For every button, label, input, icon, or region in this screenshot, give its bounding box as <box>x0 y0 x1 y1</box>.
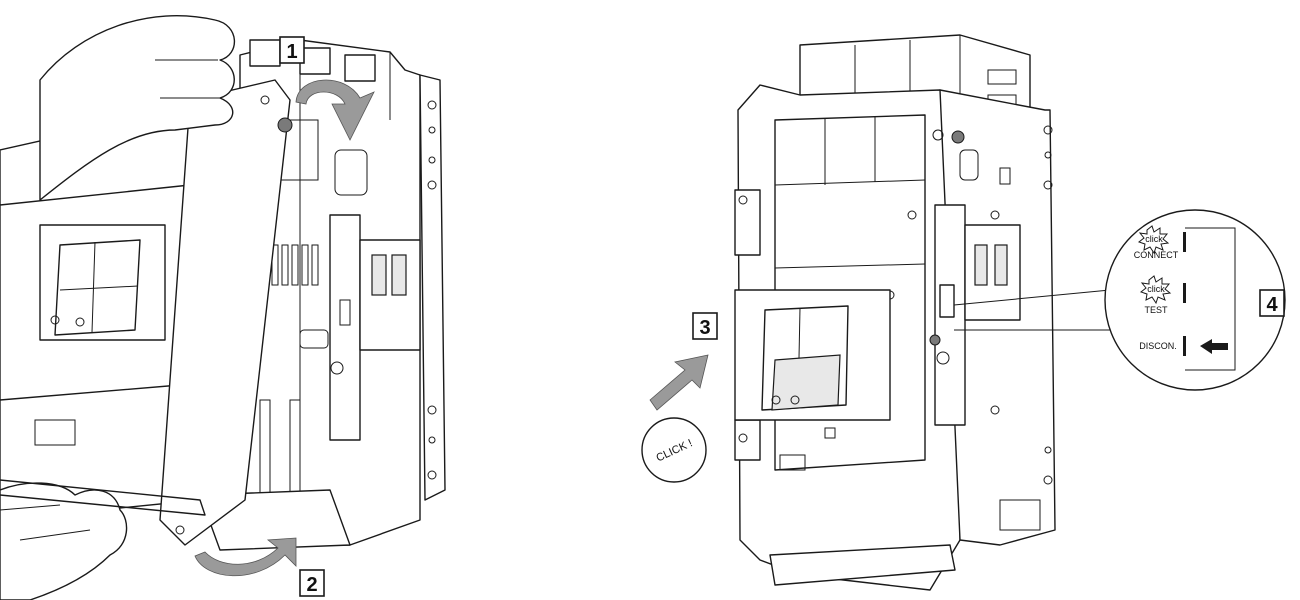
disconnect-position-label: DISCON. <box>1139 341 1177 351</box>
position-pointer-arrow <box>1200 339 1228 354</box>
upper-hand <box>39 14 236 201</box>
connect-burst-text: click <box>1145 234 1163 244</box>
step-1-number: 1 <box>286 41 297 63</box>
chassis-frame <box>199 39 446 551</box>
test-position-label: TEST <box>1144 305 1168 315</box>
step-3-number: 3 <box>699 317 710 339</box>
rotate-arrow-top <box>295 79 375 141</box>
side-plate <box>159 79 293 546</box>
right-illustration: CLICK ! 3 click CONNECT click <box>641 34 1286 591</box>
step-3-label: 3 <box>692 312 718 340</box>
click-bubble: CLICK ! <box>641 417 707 483</box>
step-2-number: 2 <box>306 574 317 596</box>
detail-leader-top <box>953 289 1111 306</box>
lower-hand <box>0 479 206 600</box>
breaker-front <box>734 114 926 471</box>
step-1-label: 1 <box>279 36 305 64</box>
test-click-burst: click <box>1139 275 1172 305</box>
auxiliary-block <box>929 204 1021 426</box>
step-4-number: 4 <box>1266 294 1278 316</box>
rotate-arrow-bottom <box>194 537 297 577</box>
test-burst-text: click <box>1147 284 1165 294</box>
step-2-label: 2 <box>299 569 325 597</box>
push-arrow <box>649 354 709 411</box>
step-4-label: 4 <box>1259 289 1285 317</box>
connect-click-burst: click <box>1137 225 1170 255</box>
detail-magnifier: click CONNECT click TEST DISCON. <box>1104 209 1286 391</box>
connect-position-label: CONNECT <box>1134 250 1179 260</box>
left-illustration: 1 2 <box>0 14 446 600</box>
